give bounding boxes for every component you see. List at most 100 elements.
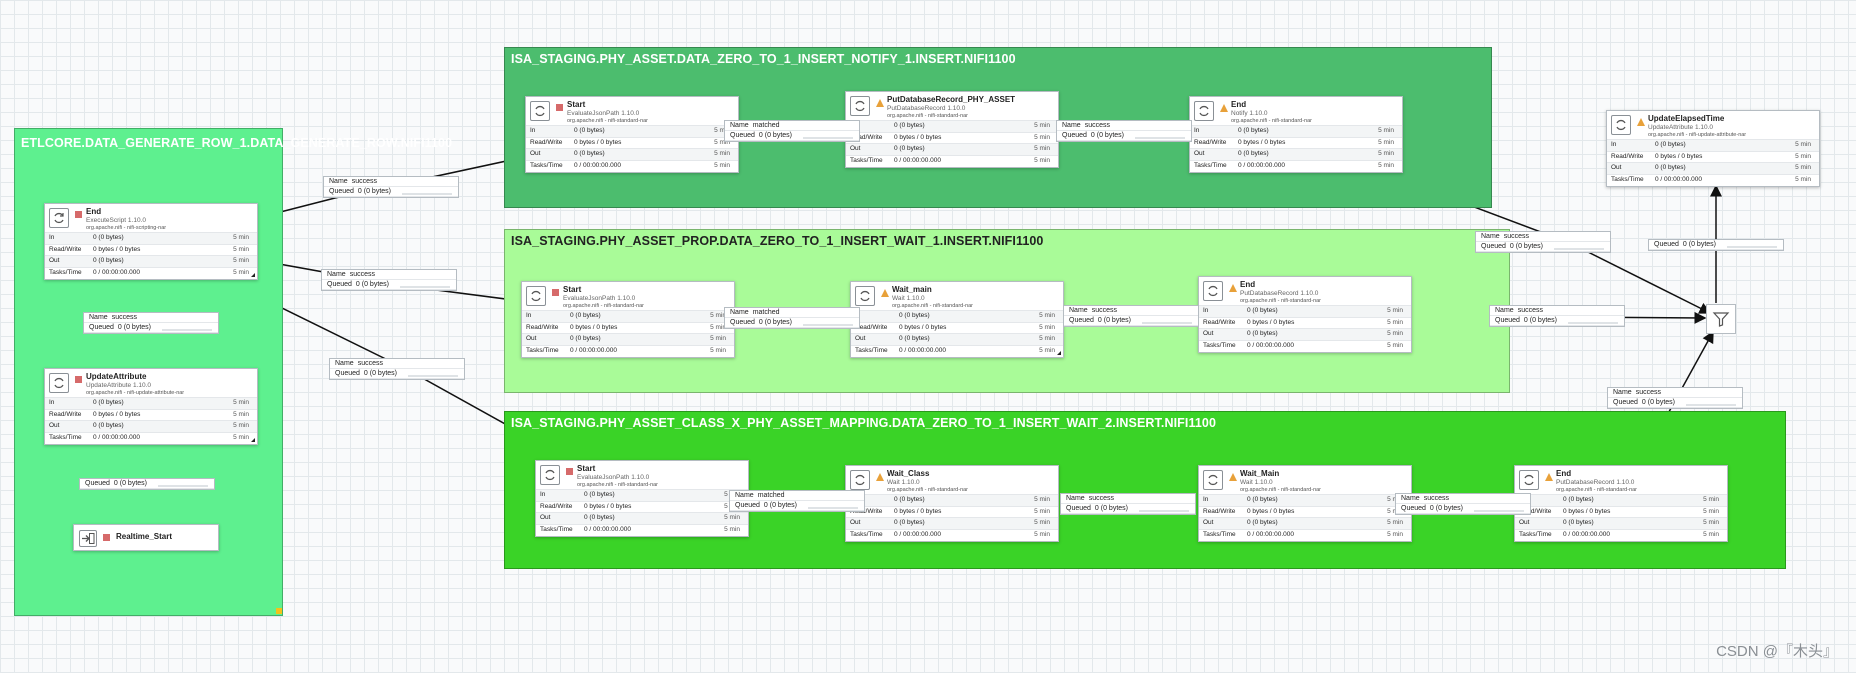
input-port-realtime-start[interactable]: Realtime_Start (73, 524, 219, 551)
warning-icon (1229, 284, 1237, 292)
stopped-icon (566, 468, 573, 475)
processor-bundle: org.apache.nifi - nifi-standard-nar (1556, 487, 1638, 493)
processor-icon (1203, 281, 1223, 301)
corner-indicator (1057, 351, 1061, 355)
processor-type: Wait 1.10.0 (892, 295, 925, 302)
processor-bundle: org.apache.nifi - nifi-update-attribute-… (86, 390, 185, 396)
stopped-icon (552, 289, 559, 296)
processor-name: Wait_main (892, 285, 932, 294)
processor-name: PutDatabaseRecord_PHY_ASSET (887, 95, 1016, 104)
corner-indicator (251, 273, 255, 277)
processor-icon (1519, 470, 1539, 490)
warning-icon (1220, 104, 1228, 112)
process-group-title: ISA_STAGING.PHY_ASSET_CLASS_X_PHY_ASSET_… (511, 416, 1216, 430)
processor-type: UpdateAttribute 1.10.0 (1648, 124, 1714, 131)
processor-prop-start[interactable]: Start EvaluateJsonPath 1.10.0 org.apache… (521, 281, 735, 358)
processor-class-end[interactable]: End PutDatabaseRecord 1.10.0 org.apache.… (1514, 465, 1728, 542)
processor-wait-main-class[interactable]: Wait_Main Wait 1.10.0 org.apache.nifi - … (1198, 465, 1412, 542)
processor-icon (850, 96, 870, 116)
processor-prop-end[interactable]: End PutDatabaseRecord 1.10.0 org.apache.… (1198, 276, 1412, 353)
input-port-icon (79, 530, 97, 547)
watermark: CSDN @『木头』 (1716, 643, 1838, 660)
processor-icon (540, 465, 560, 485)
processor-type: PutDatabaseRecord 1.10.0 (1556, 479, 1635, 486)
funnel-icon (1712, 312, 1730, 327)
processor-update-elapsed-time[interactable]: UpdateElapsedTime UpdateAttribute 1.10.0… (1606, 110, 1820, 187)
processor-type: EvaluateJsonPath 1.10.0 (577, 474, 650, 481)
processor-wait-class[interactable]: Wait_Class Wait 1.10.0 org.apache.nifi -… (845, 465, 1059, 542)
processor-type: UpdateAttribute 1.10.0 (86, 382, 152, 389)
processor-bundle: org.apache.nifi - nifi-standard-nar (567, 118, 649, 124)
edge-end-to-notify-start (256, 153, 527, 219)
processor-icon (1194, 101, 1214, 121)
warning-icon (876, 99, 884, 107)
processor-name: End (1231, 100, 1247, 109)
funnel[interactable] (1706, 304, 1736, 334)
warning-icon (881, 289, 889, 297)
stopped-icon (103, 534, 110, 541)
processor-name: Start (567, 100, 586, 109)
processor-name: Start (563, 285, 582, 294)
processor-bundle: org.apache.nifi - nifi-standard-nar (1240, 298, 1322, 304)
stopped-icon (556, 104, 563, 111)
processor-end-executescript[interactable]: End ExecuteScript 1.10.0 org.apache.nifi… (44, 203, 258, 280)
processor-putdatabaserecord-phy-asset[interactable]: PutDatabaseRecord_PHY_ASSET PutDatabaseR… (845, 91, 1059, 168)
processor-type: PutDatabaseRecord 1.10.0 (887, 105, 966, 112)
stat-row-in: In0 (0 bytes)5 min (846, 494, 1058, 506)
resize-handle[interactable] (276, 608, 282, 614)
stat-row-in: In0 (0 bytes)5 min (1515, 494, 1727, 506)
stopped-icon (75, 211, 82, 218)
processor-notify-end[interactable]: End Notify 1.10.0 org.apache.nifi - nifi… (1189, 96, 1403, 173)
processor-updateattribute[interactable]: UpdateAttribute UpdateAttribute 1.10.0 o… (44, 368, 258, 445)
processor-type: EvaluateJsonPath 1.10.0 (563, 295, 636, 302)
processor-icon (850, 470, 870, 490)
processor-notify-start[interactable]: Start EvaluateJsonPath 1.10.0 org.apache… (525, 96, 739, 173)
processor-icon (49, 373, 69, 393)
processor-wait-main[interactable]: Wait_main Wait 1.10.0 org.apache.nifi - … (850, 281, 1064, 358)
processor-icon (855, 286, 875, 306)
stat-row-in: In0 (0 bytes)5 min (536, 489, 748, 501)
corner-indicator (251, 438, 255, 442)
processor-name: End (1556, 469, 1572, 478)
processor-class-start[interactable]: Start EvaluateJsonPath 1.10.0 org.apache… (535, 460, 749, 537)
processor-icon (530, 101, 550, 121)
warning-icon (1229, 473, 1237, 481)
processor-icon (526, 286, 546, 306)
